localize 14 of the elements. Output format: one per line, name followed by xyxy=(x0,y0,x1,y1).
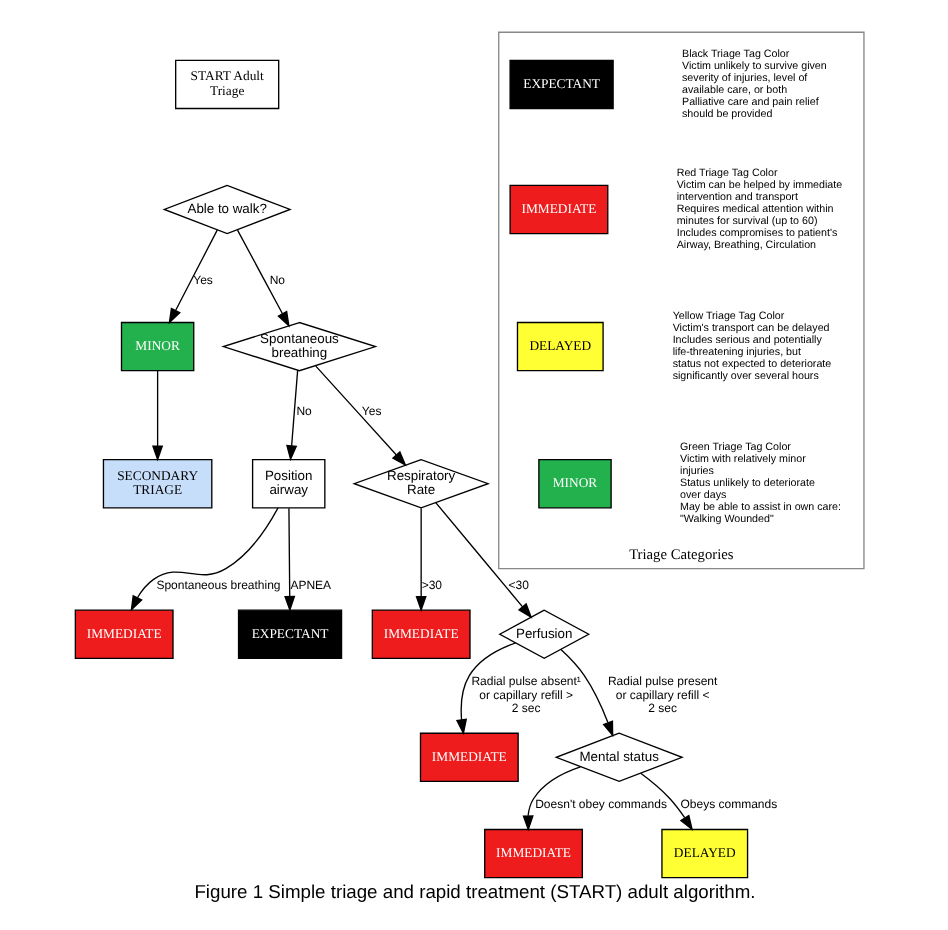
arrow xyxy=(151,370,163,462)
arrow xyxy=(285,369,298,462)
arrow xyxy=(639,772,693,831)
arrow xyxy=(129,507,278,612)
arrow xyxy=(414,507,426,612)
arrow xyxy=(434,501,532,619)
arrow xyxy=(454,642,516,736)
caption: Figure 1 Simple triage and rapid treatment (START) adult algorithm. xyxy=(193,882,755,903)
arrow xyxy=(167,229,217,325)
arrow xyxy=(521,766,581,832)
arrow xyxy=(235,229,289,328)
arrow xyxy=(314,365,406,467)
arrow xyxy=(283,507,295,612)
arrow xyxy=(559,648,613,738)
